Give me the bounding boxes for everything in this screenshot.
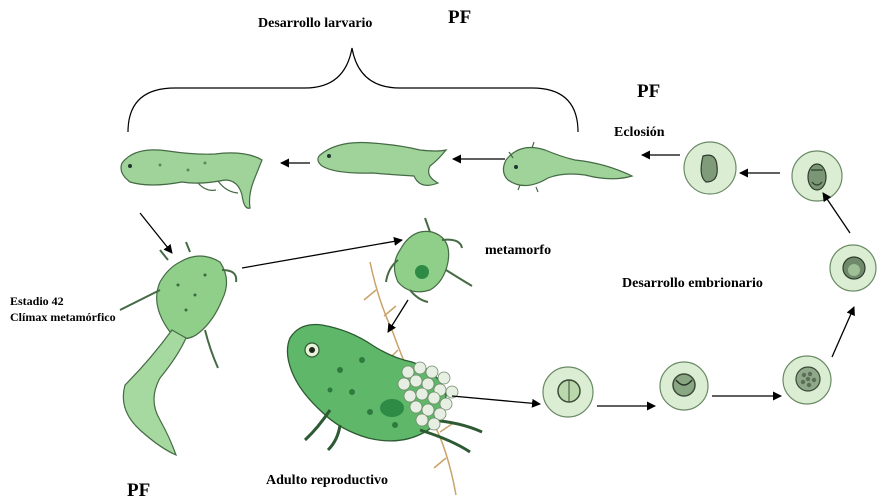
metamorph-froglet [386,218,472,302]
arrow-late-to-climax [140,213,172,253]
tadpole-mid [318,143,446,186]
larval-development-label: Desarrollo larvario [258,16,372,32]
hatching-label: Eclosión [614,125,665,141]
arrow-egg4-to-egg5 [823,193,850,233]
egg-stage-6 [684,142,736,194]
metamorph-label: metamorfo [485,243,551,259]
pf-label-top: PF [448,7,471,29]
arrow-metamorph-to-adult [388,300,408,332]
tadpole-late [121,150,262,208]
stage-42-line1: Estadio 42 [10,293,116,309]
egg-stage-2 [660,362,708,410]
arrow-climax-to-metamorph [242,240,402,268]
climax-froglet [120,242,236,455]
hatchling-tadpole [503,142,632,192]
egg-stage-3 [783,356,831,404]
egg-stage-4 [830,245,876,291]
arrow-egg3-to-egg4 [832,307,854,357]
arrow-eggmass-to-egg1 [452,396,540,404]
pf-label-bottom: PF [127,480,150,502]
reproductive-adult-label: Adulto reproductivo [266,473,388,489]
embryonic-development-label: Desarrollo embrionario [622,276,763,292]
stage-42-label: Estadio 42 Clímax metamórfico [10,293,116,325]
egg-stage-5 [792,151,842,201]
larval-brace [128,48,578,132]
egg-stage-1 [543,367,593,417]
stage-42-line2: Clímax metamórfico [10,309,116,325]
pf-label-right: PF [637,81,660,103]
